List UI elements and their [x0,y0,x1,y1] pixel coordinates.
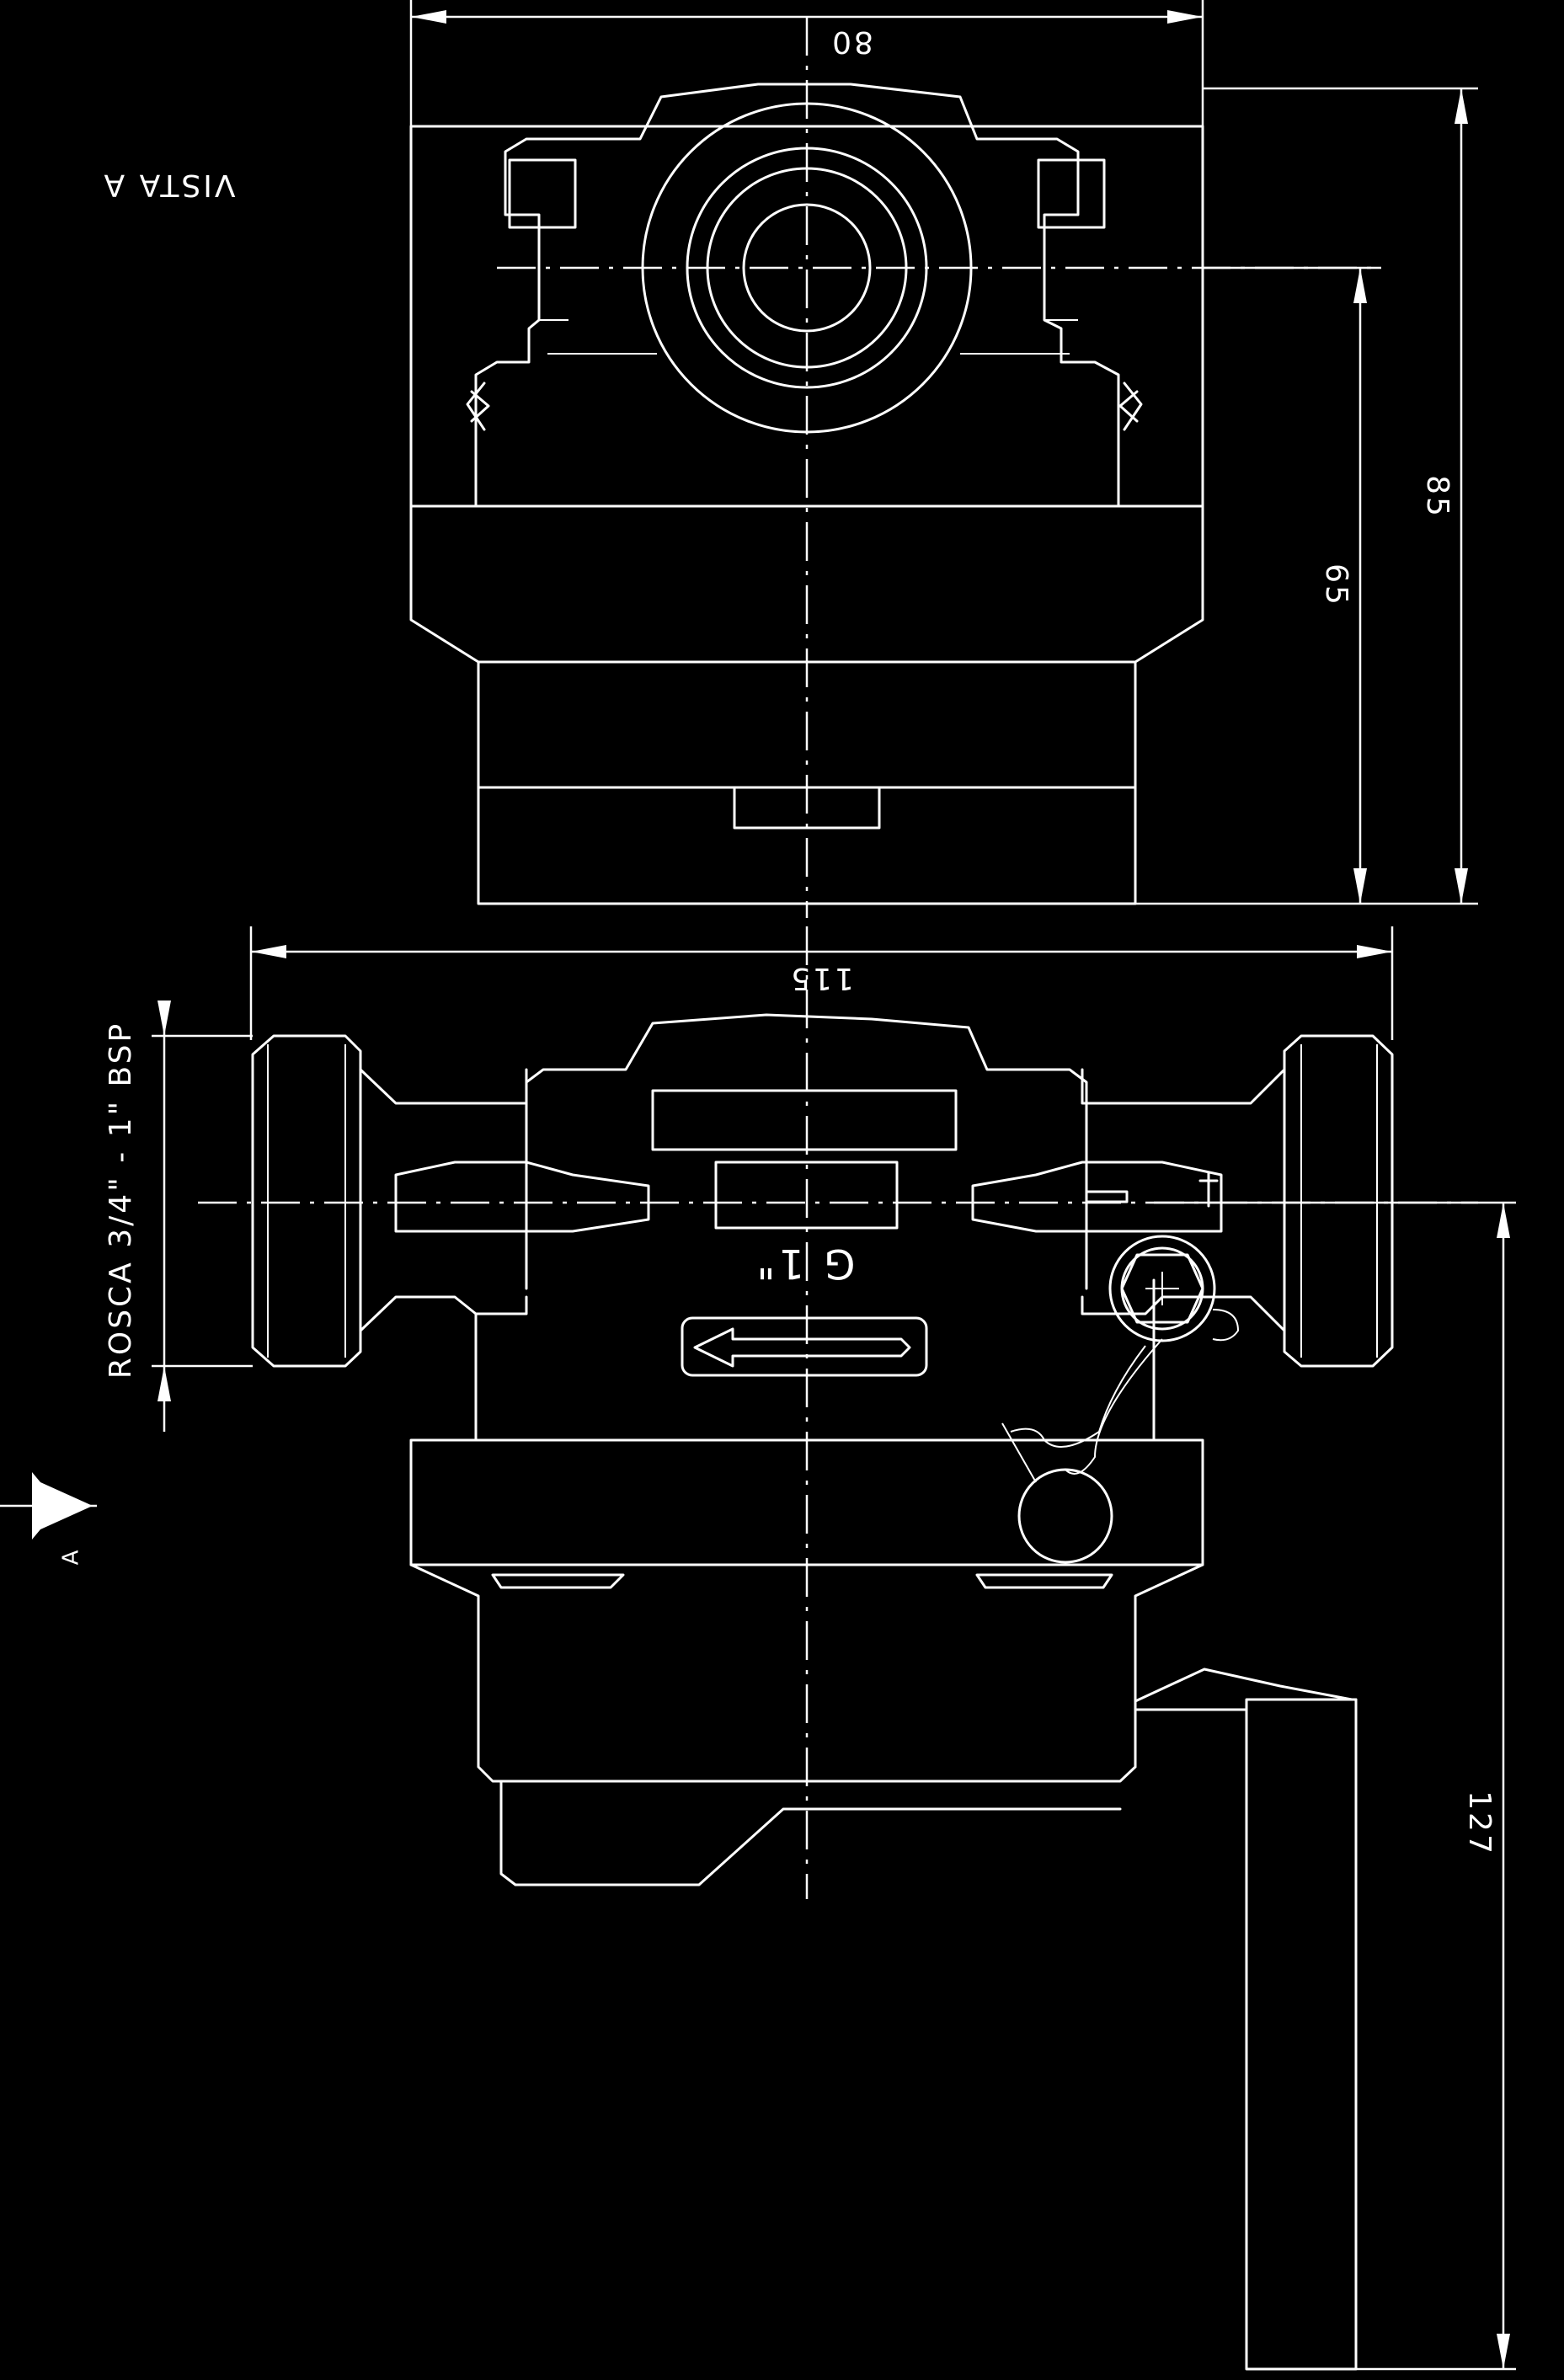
pump-head-body [525,1013,1088,1290]
left-clip-outline [508,158,577,229]
dimension-length-label: 115 [788,961,854,995]
left-shaft-flare [394,1161,650,1233]
rating-plate-outline [651,1089,958,1151]
head-detail-lines [539,319,1078,355]
left-union-nut [251,1034,362,1368]
cable-gland [1212,1309,1240,1342]
dimension-thread: ROSCA 3/4" - 1" BSP [104,1001,253,1432]
right-seal-mark [1118,382,1143,431]
motor-cover-outline [499,1780,1122,1886]
vista-a-view [409,17,1373,918]
dimension-height-total-label: 85 [1420,475,1455,519]
pump-head-profile [474,83,1120,508]
left-nut-facets [267,1044,346,1358]
terminal-box-joint [1134,1708,1248,1769]
left-neck [359,1068,528,1332]
dimension-heights: 85 65 [1135,87,1478,905]
side-view: G 1" [198,926,1478,2371]
terminal-hex-nut [1120,1253,1204,1324]
right-vent-slot [975,1573,1113,1589]
port-bore [742,203,872,333]
drain-slot [1085,1190,1129,1203]
right-union-nut [1283,1034,1394,1368]
dimension-width: 80 [409,0,1204,126]
cable-lead [1001,1338,1163,1483]
dimension-height-axis-label: 65 [1319,563,1353,607]
pump-housing [474,1278,1156,1442]
terminal-ring-outer [1108,1235,1216,1342]
terminal-center-mark [1145,1272,1179,1305]
pump-head-frame [409,125,1204,508]
dimension-body-length-label: 127 [1462,1790,1497,1856]
right-neck [1081,1068,1286,1332]
view-marker-label: A [59,1548,84,1566]
thread-size-label: G 1" [753,1240,855,1287]
right-clip-outline [1037,158,1106,229]
dimension-body-length: 127 [1154,1201,1516,2371]
right-shaft-flare [971,1161,1223,1233]
terminal-box [1245,1698,1358,2371]
cable-knob [1017,1468,1113,1564]
left-seal-mark [466,382,490,431]
left-vent-slot [491,1573,625,1589]
thread-note-label: ROSCA 3/4" - 1" BSP [104,1022,138,1379]
dimension-length: 115 [249,926,1394,1040]
flange-outline [409,504,1204,664]
terminal-box-taper [1134,1668,1358,1703]
vent-screw-mark [1198,1171,1219,1208]
flow-arrow-plate [681,1316,928,1377]
flow-arrow-icon [693,1327,911,1368]
view-marker-a: A [0,1472,97,1565]
dimension-width-label: 80 [830,24,873,59]
vista-a-label: VISTA A [102,168,236,202]
right-nut-facets [1300,1044,1378,1358]
